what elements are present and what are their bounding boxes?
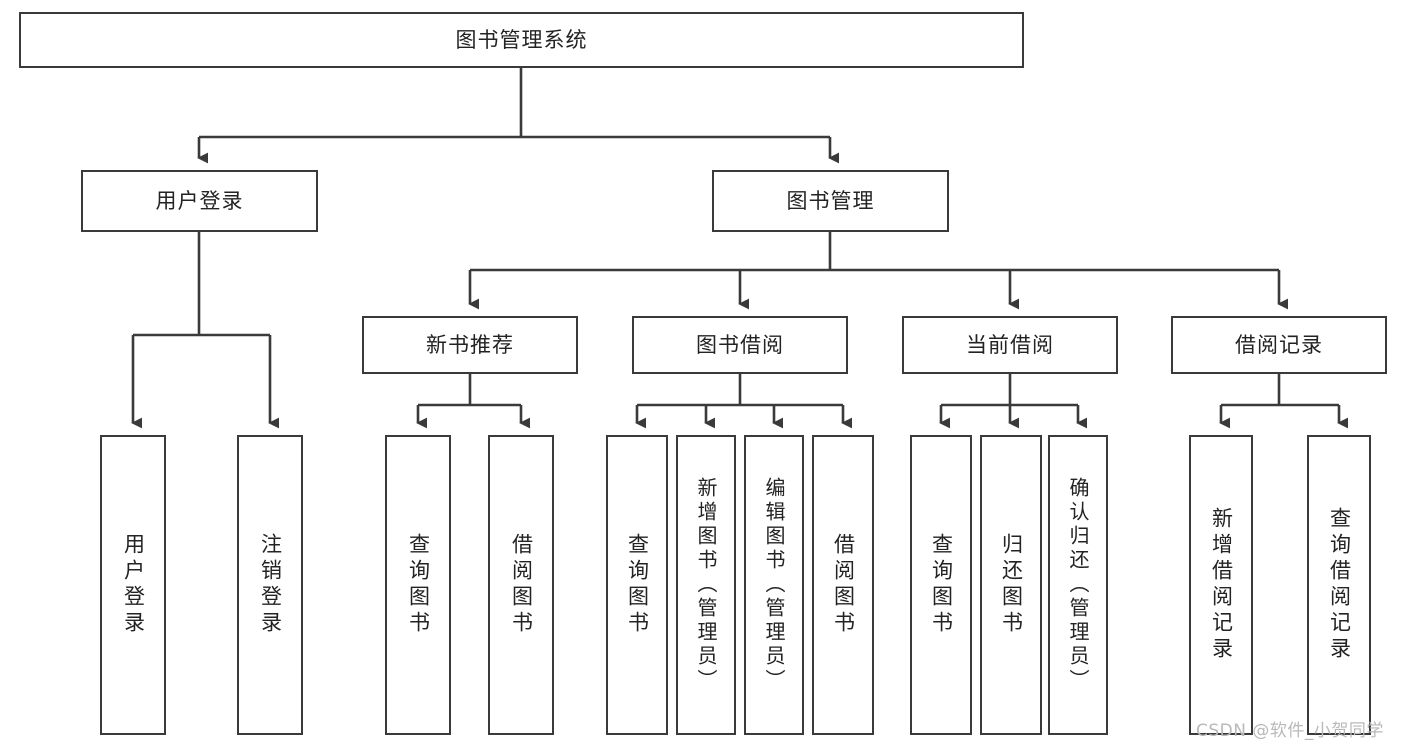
- leaf-recommend-query-book[interactable]: 查询图书: [385, 435, 451, 735]
- leaf-label: 查询借阅记录: [1327, 507, 1352, 663]
- node-label: 图书借阅: [696, 332, 784, 357]
- node-borrow-record[interactable]: 借阅记录: [1171, 316, 1387, 374]
- csdn-watermark: CSDN @软件_小贺同学: [1196, 721, 1384, 741]
- leaf-user-login-logout[interactable]: 注销登录: [237, 435, 303, 735]
- node-label: 借阅记录: [1235, 332, 1323, 357]
- node-label: 图书管理系统: [455, 27, 588, 52]
- leaf-label: 归还图书: [999, 533, 1024, 637]
- leaf-label: 用户登录: [121, 533, 146, 637]
- leaf-label: 查询图书: [406, 533, 431, 637]
- node-book-borrow[interactable]: 图书借阅: [632, 316, 848, 374]
- leaf-label: 新增借阅记录: [1209, 507, 1234, 663]
- leaf-label: 查询图书: [625, 533, 650, 637]
- leaf-borrow-edit-book-admin[interactable]: 编辑图书（管理员）: [744, 435, 804, 735]
- node-current-borrow[interactable]: 当前借阅: [902, 316, 1118, 374]
- leaf-current-return-book[interactable]: 归还图书: [980, 435, 1042, 735]
- node-label: 当前借阅: [966, 332, 1054, 357]
- leaf-label: 借阅图书: [509, 533, 534, 637]
- leaf-user-login-login[interactable]: 用户登录: [100, 435, 166, 735]
- leaf-recommend-borrow-book[interactable]: 借阅图书: [488, 435, 554, 735]
- leaf-record-query-record[interactable]: 查询借阅记录: [1307, 435, 1371, 735]
- leaf-label: 确认归还（管理员）: [1066, 477, 1090, 693]
- node-label: 新书推荐: [426, 332, 514, 357]
- node-label: 用户登录: [155, 188, 244, 213]
- leaf-borrow-add-book-admin[interactable]: 新增图书（管理员）: [676, 435, 736, 735]
- node-root-book-management-system[interactable]: 图书管理系统: [19, 12, 1024, 68]
- node-user-login[interactable]: 用户登录: [81, 170, 318, 232]
- leaf-label: 新增图书（管理员）: [694, 477, 718, 693]
- leaf-label: 注销登录: [258, 533, 283, 637]
- leaf-label: 借阅图书: [831, 533, 856, 637]
- leaf-record-add-record[interactable]: 新增借阅记录: [1189, 435, 1253, 735]
- leaf-current-confirm-return-admin[interactable]: 确认归还（管理员）: [1048, 435, 1108, 735]
- node-book-management[interactable]: 图书管理: [712, 170, 949, 232]
- node-label: 图书管理: [786, 188, 875, 213]
- leaf-borrow-query-book[interactable]: 查询图书: [606, 435, 668, 735]
- leaf-label: 查询图书: [929, 533, 954, 637]
- node-new-book-recommend[interactable]: 新书推荐: [362, 316, 578, 374]
- leaf-borrow-borrow-book[interactable]: 借阅图书: [812, 435, 874, 735]
- leaf-label: 编辑图书（管理员）: [762, 477, 786, 693]
- leaf-current-query-book[interactable]: 查询图书: [910, 435, 972, 735]
